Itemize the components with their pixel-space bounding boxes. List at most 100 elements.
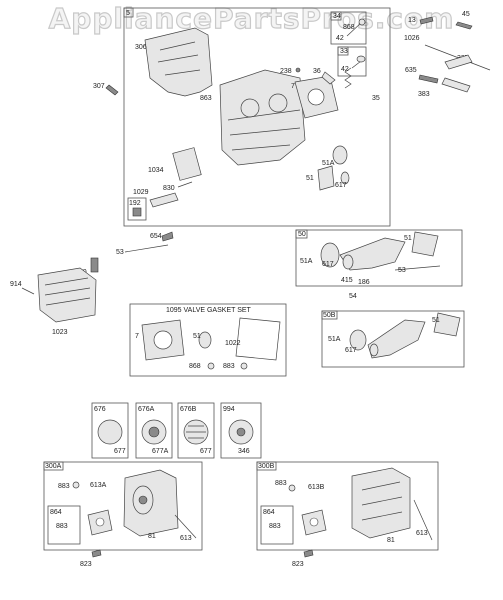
label-1034: 1034	[148, 167, 164, 174]
label-1026: 1026	[404, 35, 420, 42]
label-383: 383	[418, 91, 430, 98]
muffler-left-group: 654 53 850 914 1023	[10, 231, 174, 336]
label-186: 186	[358, 279, 370, 286]
label-677-a: 677	[114, 448, 126, 455]
label-635: 635	[405, 67, 417, 74]
label-35: 35	[372, 95, 380, 102]
watermark: AppliancePartsPros.com	[48, 1, 455, 35]
label-863-head: 863	[200, 95, 212, 102]
box-994-label: 994	[223, 406, 235, 413]
label-51-top: 51	[306, 175, 314, 182]
label-883-300b: 883	[275, 480, 287, 487]
valve-gasket-set: 1095 VALVE GASKET SET 7 51 1022 868 883	[129, 303, 287, 377]
label-81-a: 81	[148, 533, 156, 540]
box-33-label: 33	[340, 48, 348, 55]
plate-1034	[172, 147, 202, 181]
label-823-b: 823	[292, 561, 304, 568]
label-1023: 1023	[52, 329, 68, 336]
box-676b-label: 676B	[180, 406, 197, 413]
label-238: 238	[280, 68, 292, 75]
box-34-label: 34	[333, 13, 341, 20]
intake-manifold	[339, 237, 406, 271]
label-617-50b: 617	[345, 347, 357, 354]
box-676b	[177, 402, 215, 459]
box-676a-label: 676A	[138, 406, 155, 413]
label-617-50: 617	[322, 261, 334, 268]
valve-parts: 13 45 1026 337 635 383	[404, 11, 491, 98]
label-613a: 613A	[90, 482, 107, 489]
label-868-gasket: 868	[189, 363, 201, 370]
label-654: 654	[150, 233, 162, 240]
intake-50b-group: 50B 51 51A 617	[321, 310, 465, 368]
box-5	[123, 7, 391, 227]
label-51a-top: 51A	[322, 160, 335, 167]
gasket-51a-top	[332, 145, 348, 165]
label-613-b: 613	[416, 530, 428, 537]
label-13: 13	[408, 17, 416, 24]
label-914: 914	[10, 281, 22, 288]
box-192-label: 192	[129, 200, 141, 207]
muffler-300a-group: 300A 883 613A 864 883 81 613 823	[43, 461, 203, 568]
label-868: 868	[343, 24, 355, 31]
cylinder-head-group: 5 306 863 7 238 36 34 868 42 33 42	[123, 7, 391, 227]
intake-50-group: 50 51 51A 617 53 415 186 54	[295, 229, 463, 300]
label-883-300a: 883	[58, 483, 70, 490]
label-823-a: 823	[80, 561, 92, 568]
box-864-a	[47, 505, 81, 545]
bolt-307: 307	[93, 83, 119, 96]
box-33	[337, 46, 367, 77]
box-34	[330, 11, 367, 45]
label-53-b: 53	[398, 267, 406, 274]
label-51a-50b: 51A	[328, 336, 341, 343]
label-53-a: 53	[116, 249, 124, 256]
part-850	[90, 257, 99, 273]
box-5-label: 5	[126, 10, 130, 17]
label-51-gasket: 51	[193, 333, 201, 340]
label-883-300b-2: 883	[269, 523, 281, 530]
label-306: 306	[135, 44, 147, 51]
label-51-50b: 51	[432, 317, 440, 324]
gasket-51-top	[317, 165, 335, 191]
label-81-b: 81	[387, 537, 395, 544]
box-676a	[135, 402, 173, 459]
label-617-top: 617	[335, 182, 347, 189]
label-7-top: 7	[291, 83, 295, 90]
box-300b	[256, 461, 439, 551]
label-346: 346	[238, 448, 250, 455]
label-42-b: 42	[341, 66, 349, 73]
pushrod	[424, 44, 491, 71]
label-42-a: 42	[336, 35, 344, 42]
box-1095	[129, 303, 287, 377]
label-830: 830	[163, 185, 175, 192]
label-613b: 613B	[308, 484, 325, 491]
box-5-tag	[123, 7, 134, 18]
box-1095-label: 1095 VALVE GASKET SET	[166, 307, 252, 314]
label-677-b: 677	[200, 448, 212, 455]
box-50b	[321, 310, 465, 368]
label-307: 307	[93, 83, 105, 90]
box-50b-label: 50B	[323, 312, 336, 319]
box-864-a-label: 864	[50, 509, 62, 516]
label-677a: 677A	[152, 448, 169, 455]
label-415: 415	[341, 277, 353, 284]
label-7-gasket: 7	[135, 333, 139, 340]
label-883-gasket: 883	[223, 363, 235, 370]
muffler-1023	[37, 267, 97, 323]
box-994	[220, 402, 262, 459]
label-36: 36	[313, 68, 321, 75]
box-300a-label: 300A	[45, 463, 62, 470]
valve-spring	[344, 67, 352, 89]
muffler-300b-group: 300B 883 613B 864 883 81 613 823	[256, 461, 439, 568]
box-50-label: 50	[298, 231, 306, 238]
box-864-b	[260, 505, 294, 545]
box-300b-label: 300B	[258, 463, 275, 470]
muffler-300b	[351, 467, 411, 539]
label-883-300a-2: 883	[56, 523, 68, 530]
box-676-label: 676	[94, 406, 106, 413]
label-51a-50: 51A	[300, 258, 313, 265]
label-51-50: 51	[404, 235, 412, 242]
cylinder-head	[219, 69, 306, 166]
box-192	[127, 197, 147, 221]
label-613-a: 613	[180, 535, 192, 542]
